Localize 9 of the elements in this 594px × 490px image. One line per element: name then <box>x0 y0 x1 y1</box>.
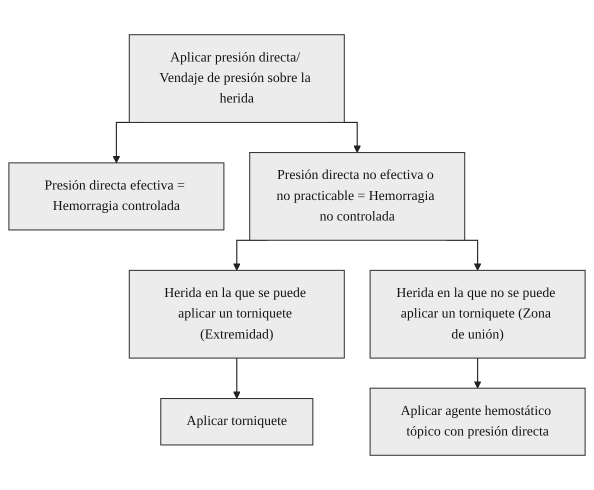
node-box: Aplicar torniquete <box>160 398 314 446</box>
node-box: Herida en la que se puede aplicar un torniquete (Extremidad) <box>128 270 345 359</box>
node-box: Aplicar presión directa/ Vendaje de presión sobre la herida <box>128 34 345 123</box>
node-box: Herida en la que no se puede aplicar un torniquete (Zona de unión) <box>370 270 586 359</box>
arrow <box>233 358 241 399</box>
node-box: Aplicar agente hemostático tópico con presión directa <box>370 388 586 456</box>
node-box: Presión directa no efectiva o no practicable = Hemorragia no controlada <box>249 152 466 241</box>
node-box: Presión directa efectiva = Hemorragia controlada <box>8 162 224 230</box>
arrow <box>474 358 482 389</box>
